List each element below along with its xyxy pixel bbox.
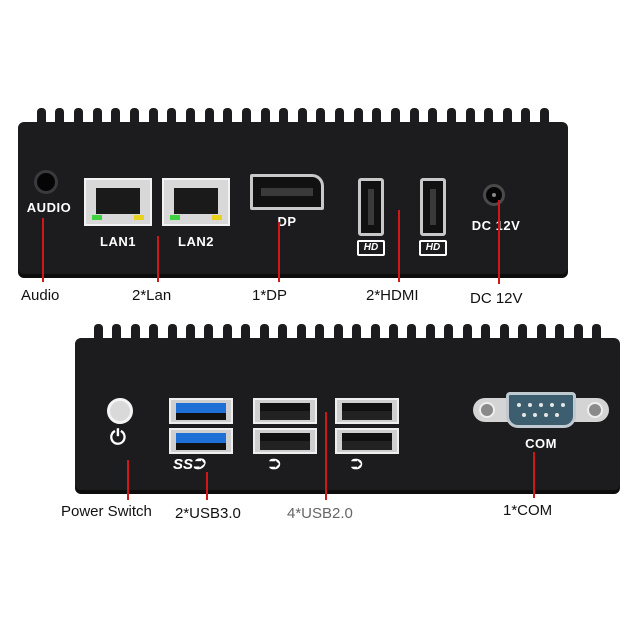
hd-logo-icon: HD <box>419 240 447 256</box>
lan-caption: 2*Lan <box>132 287 172 304</box>
usb2-caption: 4*USB2.0 <box>287 505 353 522</box>
bottom-io-panel: ⏻ SS⮊ ⮊ ⮊ COM <box>75 324 620 490</box>
com-port <box>506 392 576 428</box>
hdmi-port-2 <box>420 178 446 236</box>
audio-port-label: AUDIO <box>26 200 72 215</box>
hd-logo-icon: HD <box>357 240 385 256</box>
com-port-label: COM <box>525 436 557 451</box>
com-screw-right <box>587 402 603 418</box>
dc-leader-line <box>498 200 500 284</box>
usb-trident-icon: ⮊ <box>269 456 281 473</box>
lan-leader-line <box>157 236 159 282</box>
lan1-label: LAN1 <box>100 234 136 249</box>
usb2-port-2 <box>253 428 317 454</box>
usb2-port-3 <box>335 398 399 424</box>
dc-power-jack <box>483 184 505 206</box>
lan2-label: LAN2 <box>178 234 214 249</box>
dp-caption: 1*DP <box>252 287 288 304</box>
usb3-port-2 <box>169 428 233 454</box>
displayport-port <box>250 174 324 210</box>
power-caption: Power Switch <box>61 503 152 520</box>
com-screw-left <box>479 402 495 418</box>
usb2-port-4 <box>335 428 399 454</box>
power-symbol-icon: ⏻ <box>110 427 126 449</box>
audio-leader-line <box>42 218 44 282</box>
com-leader-line <box>533 452 535 498</box>
com-caption: 1*COM <box>503 502 553 519</box>
hdmi-caption: 2*HDMI <box>366 287 419 304</box>
dc-caption: DC 12V <box>470 290 523 307</box>
power-button <box>107 398 133 424</box>
dc-label: DC 12V <box>471 218 521 233</box>
dp-label: DP <box>277 214 297 229</box>
lan2-port <box>162 178 230 226</box>
usb3-port-1 <box>169 398 233 424</box>
usb-trident-icon: ⮊ <box>351 456 363 473</box>
lan1-port <box>84 178 152 226</box>
audio-caption: Audio <box>21 287 60 304</box>
power-leader-line <box>127 460 129 500</box>
top-cooling-fins <box>18 108 568 126</box>
usb-superspeed-icon: SS⮊ <box>173 456 205 473</box>
audio-jack <box>34 170 58 194</box>
hdmi-port-1 <box>358 178 384 236</box>
bottom-cooling-fins <box>75 324 620 342</box>
usb3-leader-line <box>206 472 208 500</box>
hdmi-leader-line <box>398 210 400 282</box>
usb2-leader-line <box>325 412 327 500</box>
dp-leader-line <box>278 222 280 282</box>
usb3-caption: 2*USB3.0 <box>175 505 241 522</box>
usb2-port-1 <box>253 398 317 424</box>
top-io-panel: AUDIO LAN1 LAN2 DP HD HD DC 12V <box>18 108 568 274</box>
